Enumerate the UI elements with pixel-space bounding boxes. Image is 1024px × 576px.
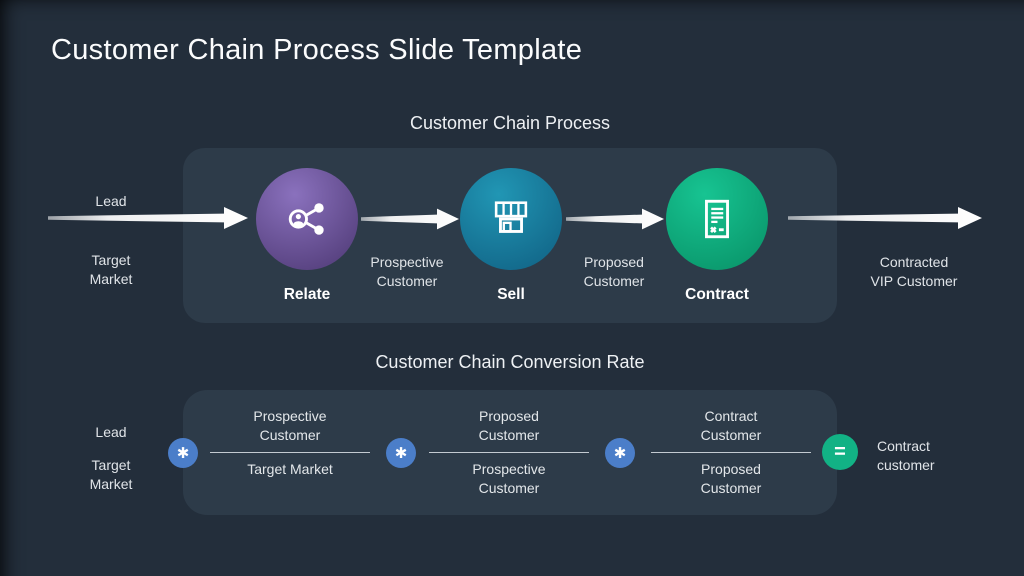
process-source-label: Target Market bbox=[89, 252, 133, 287]
step-label-contract: Contract bbox=[685, 286, 749, 303]
process-output-label: Contracted VIP Customer bbox=[870, 254, 958, 289]
person-share-icon bbox=[288, 203, 324, 235]
arrow-right-icon bbox=[48, 207, 248, 229]
process-lead-label: Lead bbox=[95, 193, 127, 209]
step-circle-sell bbox=[460, 168, 562, 270]
fraction-numerator: Prospective Customer bbox=[253, 408, 327, 443]
fraction-denominator: Proposed Customer bbox=[700, 461, 762, 496]
multiply-badge: ✱ bbox=[386, 438, 416, 468]
contract-signature-icon bbox=[705, 199, 729, 239]
multiply-icon: ✱ bbox=[613, 444, 627, 462]
slide-title: Customer Chain Process Slide Template bbox=[51, 34, 583, 66]
conversion-input-bottom: Target Market bbox=[89, 457, 133, 492]
step-circle-relate bbox=[256, 168, 358, 270]
process-heading: Customer Chain Process bbox=[409, 113, 611, 133]
conversion-fraction-3: Contract Customer Proposed Customer bbox=[651, 400, 811, 498]
transition-label-prospective: Prospective Customer bbox=[370, 254, 444, 289]
step-circle-contract bbox=[666, 168, 768, 270]
arrow-right-icon bbox=[361, 208, 459, 230]
arrow-right-icon bbox=[788, 207, 982, 229]
fraction-bar bbox=[429, 452, 589, 453]
equals-icon: = bbox=[834, 441, 846, 463]
conversion-heading: Customer Chain Conversion Rate bbox=[375, 352, 645, 372]
multiply-icon: ✱ bbox=[394, 444, 408, 462]
equals-badge: = bbox=[822, 434, 858, 470]
multiply-badge: ✱ bbox=[168, 438, 198, 468]
fraction-denominator: Prospective Customer bbox=[472, 461, 546, 496]
arrow-right-icon bbox=[566, 208, 664, 230]
fraction-denominator: Target Market bbox=[247, 461, 333, 477]
conversion-fraction-2: Proposed Customer Prospective Customer bbox=[429, 400, 589, 498]
conversion-input-top: Lead bbox=[95, 424, 127, 440]
fraction-numerator: Contract Customer bbox=[700, 408, 762, 443]
step-label-sell: Sell bbox=[497, 286, 525, 303]
fraction-numerator: Proposed Customer bbox=[478, 408, 540, 443]
multiply-badge: ✱ bbox=[605, 438, 635, 468]
storefront-icon bbox=[494, 201, 528, 233]
fraction-bar bbox=[651, 452, 811, 453]
multiply-icon: ✱ bbox=[176, 444, 190, 462]
fraction-bar bbox=[210, 452, 370, 453]
conversion-result-label: Contract customer bbox=[877, 438, 935, 473]
conversion-fraction-1: Prospective Customer Target Market bbox=[210, 400, 370, 479]
transition-label-proposed: Proposed Customer bbox=[583, 254, 645, 289]
step-label-relate: Relate bbox=[283, 286, 331, 303]
